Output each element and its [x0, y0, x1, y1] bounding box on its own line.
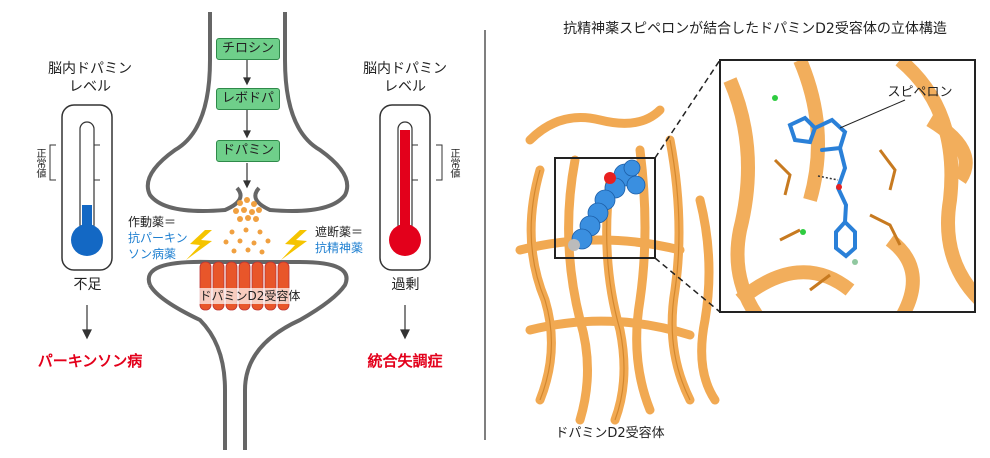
zoom-panel [719, 59, 976, 313]
thermometer-right [379, 104, 443, 271]
excess-label: 過剰 [391, 277, 420, 293]
dopamine-vesicle [223, 197, 271, 255]
schizophrenia-label: 統合失調症 [367, 352, 443, 370]
structure-title: 抗精神薬スピペロンが結合したドパミンD2受容体の立体構造 [563, 21, 947, 37]
thermometer-left [49, 104, 113, 271]
deficit-label: 不足 [73, 277, 102, 293]
receptor-caption: ドパミンD2受容体 [555, 426, 665, 441]
fluorine-atom [568, 239, 580, 251]
pathway-dopamine: ドパミン [216, 140, 280, 162]
normal-value-right: 正常値 [448, 148, 459, 178]
pathway-tyrosine: チロシン [216, 38, 280, 60]
zoom-selection-box [554, 157, 656, 259]
receptor-label: ドパミンD2受容体 [190, 288, 310, 304]
parkinsons-label: パーキンソン病 [37, 352, 143, 370]
pathway-levodopa: レボドパ [216, 88, 280, 110]
lightning-icon-antagonist [281, 230, 307, 260]
protein-ribbon [515, 105, 720, 425]
lightning-icon-agonist [186, 230, 212, 260]
normal-value-left: 正常値 [34, 148, 45, 178]
brain-level-right: 脳内ドパミンレベル [363, 61, 447, 95]
oxygen-atom [604, 172, 616, 184]
brain-level-left: 脳内ドパミンレベル [48, 61, 132, 95]
antagonist-label: 遮断薬＝ 抗精神薬 [315, 225, 364, 255]
spiperone-label: スピペロン [887, 85, 953, 100]
neuron-outline [145, 12, 350, 450]
agonist-label: 作動薬＝ 抗パーキン ソン病薬 [128, 215, 188, 261]
